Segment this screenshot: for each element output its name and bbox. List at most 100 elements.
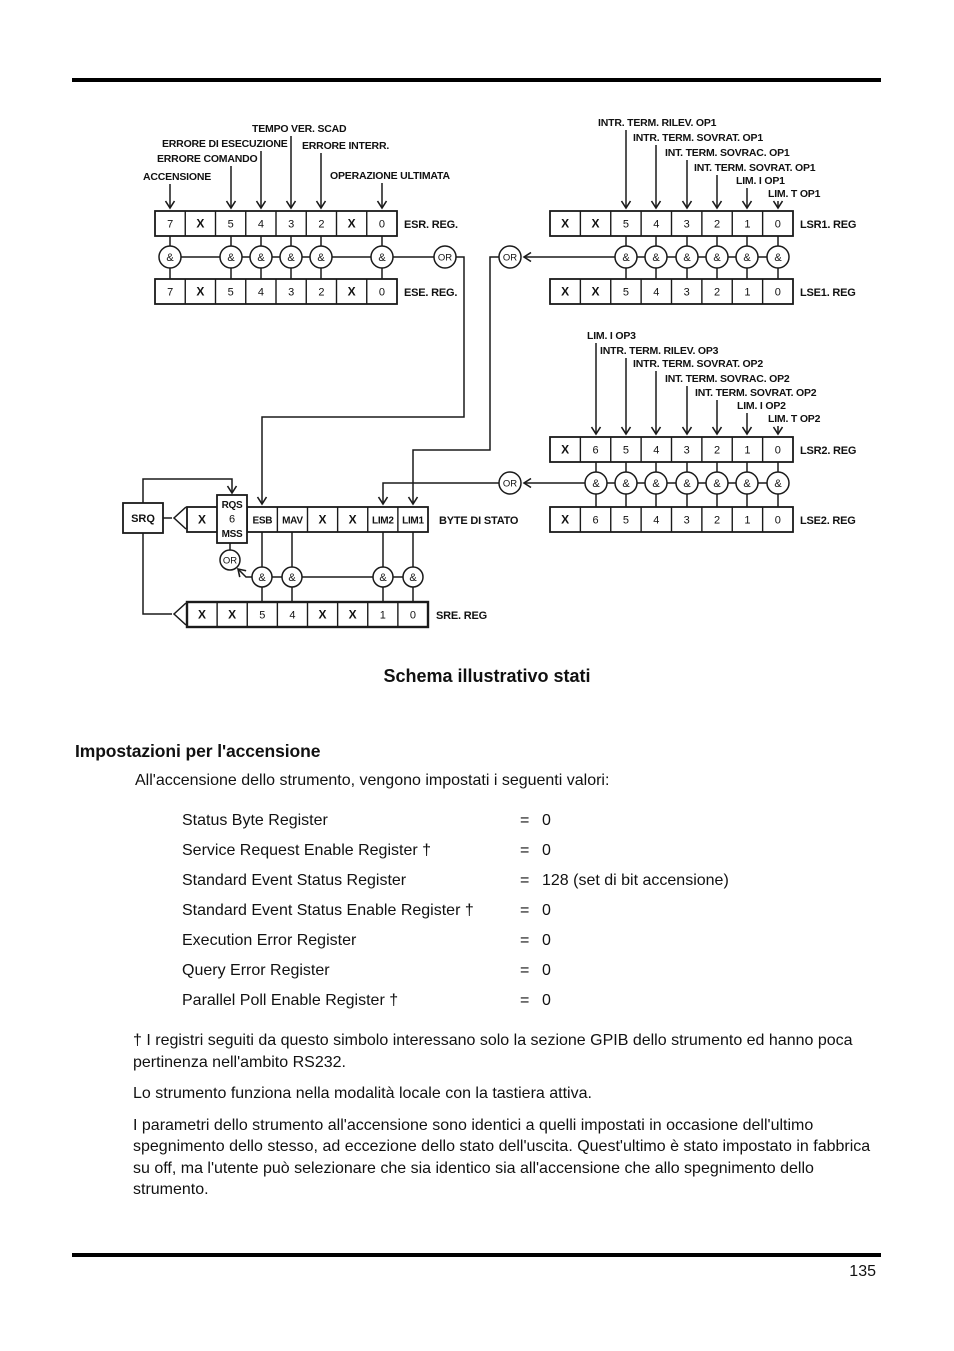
and-gate: [705, 471, 729, 495]
setting-row: Status Byte Register=0: [182, 812, 729, 842]
register-cell: 4: [258, 287, 264, 299]
or-gate: [498, 471, 522, 495]
and-gate-label: &: [258, 572, 266, 584]
setting-equals: =: [520, 932, 530, 949]
register-cell: 7: [167, 219, 173, 231]
register-cell: 4: [258, 219, 264, 231]
setting-value: 0: [542, 812, 551, 829]
register-cell: 0: [775, 219, 781, 231]
setting-equals: =: [520, 842, 530, 859]
register-cell: 4: [289, 610, 295, 622]
and-gate: [675, 245, 699, 269]
setting-row: Query Error Register=0: [182, 962, 729, 992]
or-gate: [498, 245, 522, 269]
statusbyte-bracket: [172, 506, 187, 530]
register-cell: 6: [593, 515, 599, 527]
register-cell: 0: [775, 515, 781, 527]
register-name-sre: SRE. REG: [436, 610, 487, 622]
signal-label: INT. TERM. SOVRAC. OP1: [665, 147, 790, 159]
and-gate-label: &: [774, 478, 782, 490]
setting-equals: =: [520, 872, 530, 889]
register-cell: 2: [714, 287, 720, 299]
register-cell: X: [561, 217, 569, 231]
signal-label: INT. TERM. SOVRAT. OP1: [694, 162, 816, 174]
register-cell: X: [198, 513, 206, 527]
register-cell: 4: [653, 445, 659, 457]
register-cell: 1: [744, 219, 750, 231]
register-cell: 4: [653, 287, 659, 299]
register-name-lse1: LSE1. REG: [800, 287, 856, 299]
bottom-rule: [72, 1253, 881, 1257]
intro-text: All'accensione dello strumento, vengono …: [135, 772, 610, 789]
register-cell: 1: [744, 287, 750, 299]
and-gate: [675, 471, 699, 495]
register-cell: X: [592, 217, 600, 231]
or3-to-lim2: [377, 482, 499, 506]
and-gate: [249, 245, 273, 269]
and-gate: [735, 471, 759, 495]
srq-label: SRQ: [131, 513, 155, 525]
register-name-esr: ESR. REG.: [404, 219, 458, 231]
bit6-box: [216, 494, 248, 544]
and-gate-label: &: [713, 252, 721, 264]
sre-bracket: [172, 602, 187, 626]
and-gate-label: &: [743, 478, 751, 490]
signal-label: ERRORE DI ESECUZIONE: [162, 138, 288, 150]
register-name-ese: ESE. REG.: [404, 287, 457, 299]
register-cell: 2: [714, 445, 720, 457]
or-gate-label: OR: [503, 479, 517, 490]
or-gate-label: OR: [503, 253, 517, 264]
or-gate-label: OR: [223, 556, 237, 567]
signal-label: ERRORE COMANDO: [157, 153, 257, 165]
register-cell: X: [349, 608, 357, 622]
signal-label: ERRORE INTERR.: [302, 140, 389, 152]
setting-name: Standard Event Status Register: [182, 872, 407, 889]
and-gate-label: &: [317, 252, 325, 264]
and-gate: [705, 245, 729, 269]
register-cell: 1: [744, 515, 750, 527]
register-cell: X: [319, 513, 327, 527]
and-gate-label: &: [409, 572, 417, 584]
srq-to-sre: [142, 533, 172, 615]
and-gate-label: &: [683, 478, 691, 490]
register-cell: 2: [714, 219, 720, 231]
register-cell: 3: [684, 445, 690, 457]
signal-label: LIM. T OP1: [768, 188, 821, 200]
register-cell: 4: [653, 219, 659, 231]
and-gate: [644, 245, 668, 269]
and-gate: [279, 245, 303, 269]
register-cell: 3: [684, 219, 690, 231]
register-cell: 5: [228, 287, 234, 299]
register-cell: X: [196, 285, 204, 299]
signal-label: INTR. TERM. RILEV. OP3: [600, 345, 719, 357]
register-cell: X: [348, 285, 356, 299]
setting-equals: =: [520, 902, 530, 919]
signal-label: TEMPO VER. SCAD: [252, 123, 347, 135]
and-gate-label: &: [622, 478, 630, 490]
register-cell: 3: [684, 515, 690, 527]
and-gate: [309, 245, 333, 269]
register-cell: X: [561, 285, 569, 299]
signal-label: LIM. I OP1: [736, 175, 785, 187]
and-gate-label: &: [378, 252, 386, 264]
paragraphs: † I registri seguiti da questo simbolo i…: [133, 1030, 875, 1211]
or2-to-lim1: [407, 256, 499, 506]
register-cell: MAV: [282, 516, 303, 527]
register-cell: 5: [228, 219, 234, 231]
bit6-label: RQS: [222, 500, 243, 511]
and-gate: [735, 245, 759, 269]
and-gate-label: &: [622, 252, 630, 264]
and-gate-label: &: [592, 478, 600, 490]
setting-row: Parallel Poll Enable Register †=0: [182, 992, 729, 1022]
and-gate: [281, 566, 303, 588]
register-cell: 1: [380, 610, 386, 622]
register-cell: 3: [288, 287, 294, 299]
register-cell: 5: [623, 445, 629, 457]
and-gate: [251, 566, 273, 588]
register-cell: X: [319, 608, 327, 622]
setting-name: Execution Error Register: [182, 932, 357, 949]
bit6-label: 6: [229, 514, 235, 526]
and-gate-label: &: [713, 478, 721, 490]
